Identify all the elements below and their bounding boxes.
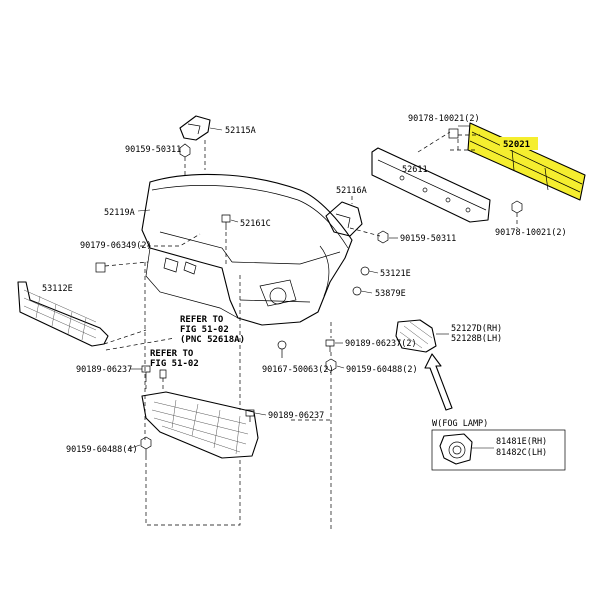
clip-90189-06237-a[interactable] (325, 339, 335, 352)
bolt-90159-60488-a[interactable] (325, 358, 337, 372)
label-90178-10021-bottom: 90178-10021(2) (495, 228, 567, 238)
part-81481e-fog-cover[interactable] (439, 433, 473, 465)
label-90159-60488-2: 90159-60488(2) (346, 365, 418, 375)
nut-90178-bottom[interactable] (511, 200, 523, 228)
clip-90189-06237-left[interactable] (141, 365, 167, 379)
part-52611-absorber[interactable] (371, 147, 491, 223)
part-53112e-lower-grille[interactable] (17, 281, 109, 347)
label-90189-06237-2: 90189-06237(2) (345, 339, 417, 349)
fog-lamp-title: W(FOG LAMP) (432, 419, 488, 429)
part-52119a-bumper-cover[interactable] (141, 173, 353, 326)
part-lower-cover[interactable] (141, 391, 259, 459)
refer-1-line-3: (PNC 52618A) (180, 335, 245, 345)
label-53879e: 53879E (375, 289, 406, 299)
fog-lamp-box (431, 429, 566, 471)
label-highlight-52021 (500, 137, 538, 150)
clip-52161c[interactable] (221, 214, 231, 230)
label-90167-50063: 90167-50063(2) (262, 365, 334, 375)
label-52161c: 52161C (240, 219, 271, 229)
label-52116a: 52116A (336, 186, 367, 196)
label-90189-06237-c: 90189-06237 (268, 411, 324, 421)
clip-53879e[interactable] (352, 286, 362, 296)
label-90159-50311-b: 90159-50311 (400, 234, 456, 244)
clip-90189-06237-c[interactable] (245, 409, 255, 422)
arrow-to-fog-cover (424, 353, 453, 411)
label-52611: 52611 (402, 165, 428, 175)
nut-90159-50311-b[interactable] (377, 230, 389, 244)
refer-2-line-2: FIG 51-02 (150, 359, 199, 369)
nut-90159-50311-a[interactable] (179, 143, 191, 158)
refer-1-line-1: REFER TO (180, 315, 224, 325)
label-52115a: 52115A (225, 126, 256, 136)
label-90159-60488-4: 90159-60488(4) (66, 445, 138, 455)
label-53112e: 53112E (42, 284, 73, 294)
label-53121e: 53121E (380, 269, 411, 279)
label-81482c: 81482C(LH) (496, 448, 547, 458)
label-90179-06349: 90179-06349(2) (80, 241, 152, 251)
clip-90178-top[interactable] (448, 125, 470, 139)
bolt-90159-60488-b[interactable] (140, 436, 152, 456)
refer-2-line-1: REFER TO (150, 349, 194, 359)
label-90159-50311-a: 90159-50311 (125, 145, 181, 155)
label-52128b: 52128B(LH) (451, 334, 502, 344)
part-52021-reinforcement[interactable] (467, 122, 586, 201)
label-81481e: 81481E(RH) (496, 437, 547, 447)
label-90189-06237-left: 90189-06237 (76, 365, 132, 375)
part-52127d-fog-cover[interactable] (395, 319, 437, 353)
part-52116a-bracket[interactable] (325, 201, 363, 237)
clip-90179-06349[interactable] (95, 262, 106, 273)
clip-90167-50063[interactable] (277, 340, 287, 358)
label-52021: 52021 (503, 140, 530, 150)
refer-1-line-2: FIG 51-02 (180, 325, 229, 335)
part-52115a-bracket[interactable] (179, 115, 211, 141)
clip-53121e[interactable] (360, 266, 370, 276)
label-52119a: 52119A (104, 208, 135, 218)
label-52127d: 52127D(RH) (451, 324, 502, 334)
label-90178-10021-top: 90178-10021(2) (408, 114, 480, 124)
